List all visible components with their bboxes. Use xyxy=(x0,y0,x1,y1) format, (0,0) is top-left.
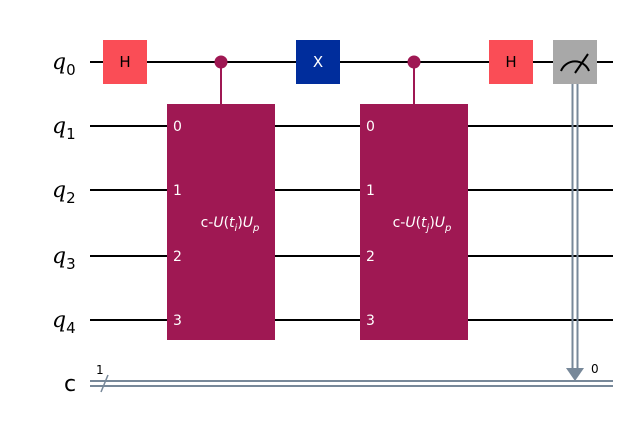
unitary-box-2 xyxy=(360,104,468,340)
classical-wire xyxy=(90,380,613,387)
qubit-label-q1: q1 xyxy=(52,114,76,143)
qubit-label-q0: q0 xyxy=(52,50,76,79)
unitary-box-1 xyxy=(167,104,275,340)
control-dot-1 xyxy=(214,55,228,69)
controlled-unitary-1: 0 1 2 3 c-U(ti)Up xyxy=(167,55,275,340)
h-gate-1-label: H xyxy=(119,53,130,71)
controlled-unitary-2: 0 1 2 3 c-U(tj)Up xyxy=(360,55,468,340)
unitary-2-pin-1: 1 xyxy=(366,183,375,199)
measure-meter-icon xyxy=(560,53,590,74)
h-gate-2: H xyxy=(489,40,533,84)
h-gate-2-box xyxy=(489,40,533,84)
unitary-1-name: c-U(ti)Up xyxy=(201,215,260,234)
unitary-2-pin-0: 0 xyxy=(366,119,375,135)
unitary-1-pin-2: 2 xyxy=(173,249,182,265)
unitary-2-pin-2: 2 xyxy=(366,249,375,265)
qubit-label-q4: q4 xyxy=(52,308,76,337)
classical-width-label: 1 xyxy=(96,363,104,377)
unitary-1-pin-1: 1 xyxy=(173,183,182,199)
h-gate-2-label: H xyxy=(505,53,516,71)
classical-width-slash xyxy=(100,374,109,393)
control-dot-2 xyxy=(407,55,421,69)
unitary-1-pin-3: 3 xyxy=(173,313,182,329)
x-gate: X xyxy=(296,40,340,84)
h-gate-1-box xyxy=(103,40,147,84)
unitary-2-name: c-U(tj)Up xyxy=(393,215,452,234)
qubit-label-q3: q3 xyxy=(52,244,76,273)
measure-arrow-head xyxy=(566,368,584,381)
classical-bit-index: 0 xyxy=(591,362,599,376)
x-gate-label: X xyxy=(313,53,323,71)
unitary-1-pin-0: 0 xyxy=(173,119,182,135)
x-gate-box xyxy=(296,40,340,84)
qubit-labels: q0 q1 q2 q3 q4 c xyxy=(52,50,76,397)
qubit-label-q2: q2 xyxy=(52,178,76,207)
h-gate-1: H xyxy=(103,40,147,84)
unitary-2-pin-3: 3 xyxy=(366,313,375,329)
classical-register-label: c xyxy=(64,372,76,397)
measurement-gate xyxy=(553,40,597,381)
